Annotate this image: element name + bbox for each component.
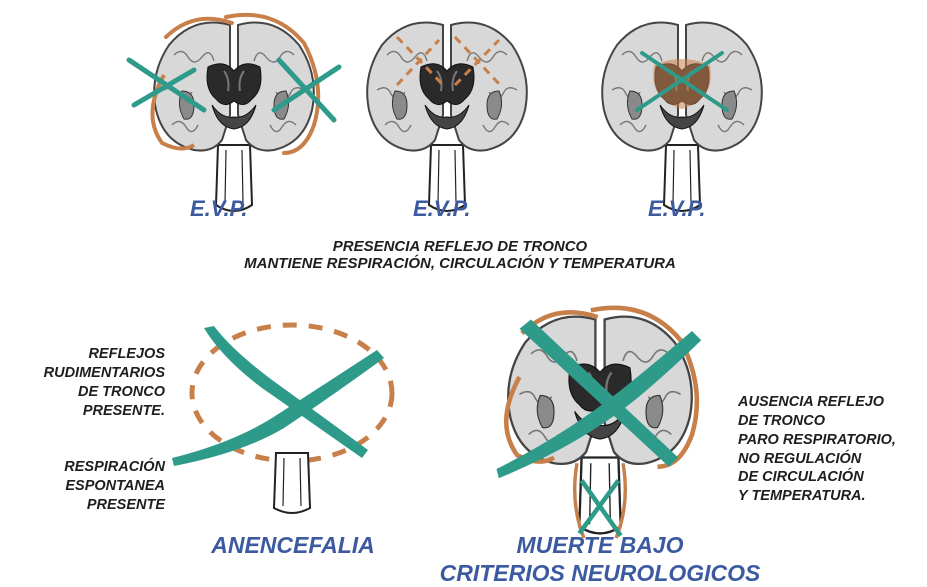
brain-evp-1 [129, 15, 339, 211]
note-line: DE CIRCULACIÓN [738, 468, 923, 487]
reflexes-line: DE TRONCO [0, 383, 165, 402]
note-line: AUSENCIA REFLEJO [738, 393, 923, 412]
reflexes-line: REFLEJOS [0, 345, 165, 364]
reflexes-line: PRESENTE. [0, 402, 165, 421]
brain-death-note: AUSENCIA REFLEJO DE TRONCO PARO RESPIRAT… [738, 393, 923, 506]
caption-line-2: MANTIENE RESPIRACIÓN, CIRCULACIÓN Y TEMP… [160, 255, 760, 272]
brain-evp-2 [367, 23, 527, 212]
brain-death-label-line: CRITERIOS NEUROLOGICOS [430, 560, 770, 587]
breathing-line: PRESENTE [0, 496, 165, 515]
breathing-line: ESPONTANEA [0, 477, 165, 496]
anencefalia-label: ANENCEFALIA [198, 532, 388, 560]
reflexes-note: REFLEJOS RUDIMENTARIOS DE TRONCO PRESENT… [0, 345, 165, 420]
reflexes-line: RUDIMENTARIOS [0, 364, 165, 383]
caption-line-1: PRESENCIA REFLEJO DE TRONCO [160, 238, 760, 255]
brain-death-label-line: MUERTE BAJO [430, 532, 770, 560]
top-caption: PRESENCIA REFLEJO DE TRONCO MANTIENE RES… [160, 238, 760, 273]
note-line: NO REGULACIÓN [738, 450, 923, 469]
brain-evp-3 [602, 23, 762, 212]
note-line: Y TEMPERATURA. [738, 487, 923, 506]
evp-label-2: E.V.P. [413, 196, 471, 221]
big-cross-mark [204, 326, 368, 458]
brain-death-label: MUERTE BAJO CRITERIOS NEUROLOGICOS [430, 532, 770, 587]
note-line: DE TRONCO [738, 412, 923, 431]
note-line: PARO RESPIRATORIO, [738, 431, 923, 450]
breathing-line: RESPIRACIÓN [0, 458, 165, 477]
breathing-note: RESPIRACIÓN ESPONTANEA PRESENTE [0, 458, 165, 515]
evp-label-3: E.V.P. [648, 196, 706, 221]
brain-death-figure [497, 308, 702, 538]
anencefalia-figure [172, 325, 392, 513]
evp-label-1: E.V.P. [190, 196, 248, 221]
